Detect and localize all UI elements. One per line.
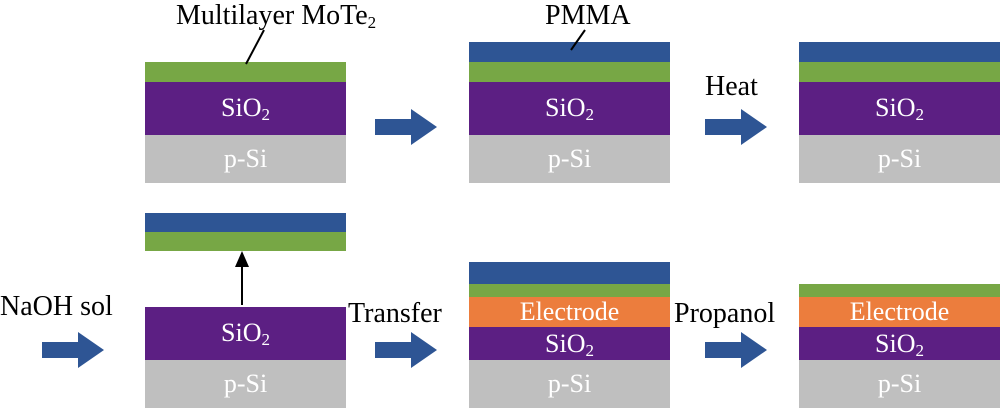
transfer-step-label: Transfer [348,298,442,329]
psi-layer: p-Si [145,135,346,183]
heat-step-label: Heat [705,71,758,102]
electrode-label: Electrode [519,297,620,326]
lift-off-arrow [235,251,249,305]
psi-label: p-Si [547,144,592,173]
sio2-subscript: 2 [585,105,594,124]
sio2-layer: SiO2 [799,82,1000,135]
mote2-layer [145,62,346,82]
mote2-layer [145,232,346,251]
mote2-layer [799,62,1000,82]
pmma-layer [799,42,1000,62]
sio2-subscript: 2 [585,341,594,360]
sio2-label: SiO [221,93,262,122]
sio2-subscript: 2 [915,341,924,360]
stack-initial: SiO2 p-Si [145,62,346,183]
stack-transferred: Electrode SiO2 p-Si [469,262,670,408]
sio2-subscript: 2 [915,105,924,124]
sio2-layer: SiO2 [145,307,346,360]
mote2-layer [469,284,670,297]
psi-label: p-Si [223,369,268,398]
mote2-layer [799,284,1000,297]
pmma-layer [469,262,670,284]
sio2-label: SiO [545,329,586,358]
process-arrow-transfer [375,332,437,368]
process-arrow-propanol [705,332,767,368]
electrode-label: Electrode [849,297,950,326]
sio2-subscript: 2 [261,105,270,124]
propanol-step-label: Propanol [674,298,776,329]
electrode-layer: Electrode [469,297,670,327]
psi-layer: p-Si [469,135,670,183]
sio2-layer: SiO2 [469,82,670,135]
sio2-label: SiO [221,318,262,347]
psi-layer: p-Si [799,135,1000,183]
pmma-layer [145,213,346,232]
multilayer-mote2-label: Multilayer MoTe2 [176,0,377,32]
psi-label: p-Si [877,144,922,173]
stack-etched-substrate: SiO2 p-Si [145,307,346,408]
sio2-label: SiO [875,329,916,358]
stack-lifted-film [145,213,346,251]
psi-layer: p-Si [469,360,670,408]
sio2-subscript: 2 [261,330,270,349]
pmma-pointer-line [570,29,586,51]
mote2-layer [469,62,670,82]
sio2-label: SiO [545,93,586,122]
sio2-label: SiO [875,93,916,122]
process-arrow-heat [705,109,767,145]
naoh-step-label: NaOH sol [0,291,113,322]
stack-pmma-coated: SiO2 p-Si [469,42,670,183]
pmma-layer [469,42,670,62]
stack-heated: SiO2 p-Si [799,42,1000,183]
sio2-layer: SiO2 [145,82,346,135]
stack-final-device: Electrode SiO2 p-Si [799,284,1000,408]
psi-label: p-Si [877,369,922,398]
psi-layer: p-Si [799,360,1000,408]
sio2-layer: SiO2 [469,327,670,360]
pmma-label: PMMA [545,0,631,31]
psi-layer: p-Si [145,360,346,408]
mote2-pointer-line [245,29,265,65]
psi-label: p-Si [547,369,592,398]
psi-label: p-Si [223,144,268,173]
sio2-layer: SiO2 [799,327,1000,360]
process-arrow-naoh [42,332,104,368]
electrode-layer: Electrode [799,297,1000,327]
process-arrow-1 [375,109,437,145]
